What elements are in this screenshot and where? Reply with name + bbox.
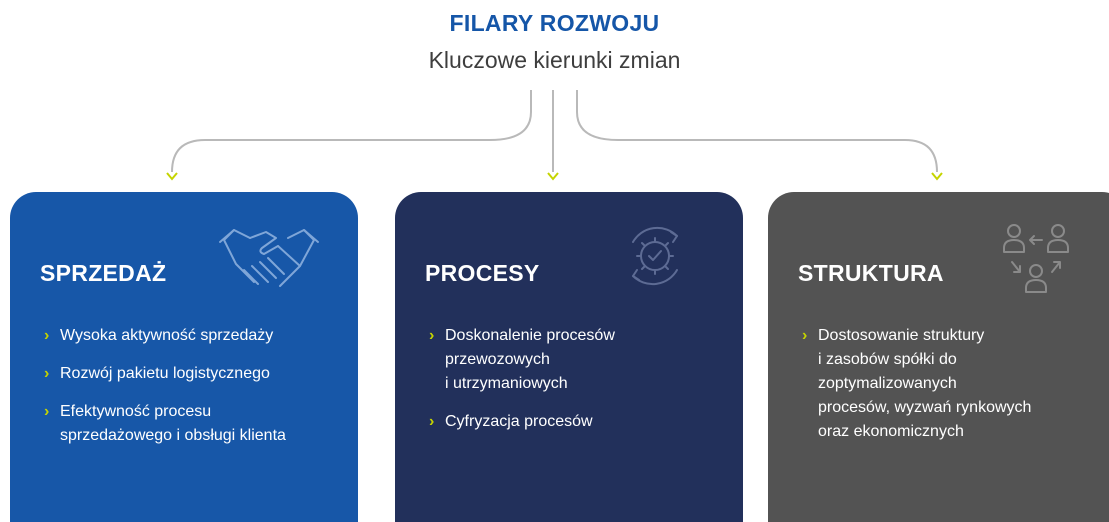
bullet-line: sprzedażowego i obsługi klienta xyxy=(60,427,286,444)
bullet-line: Cyfryzacja procesów xyxy=(445,413,593,430)
bullet-line: oraz ekonomicznych xyxy=(818,423,964,440)
bullet-item: › Cyfryzacja procesów xyxy=(429,410,729,434)
card-processes: PROCESY › Doskonalenie procesów przewozo… xyxy=(395,192,743,522)
gear-cycle-icon xyxy=(632,226,678,286)
card-sales: SPRZEDAŻ › Wysoka aktywność sprzedaży › … xyxy=(10,192,358,522)
arrowhead-right-icon xyxy=(931,172,943,181)
bullet-line: Efektywność procesu xyxy=(60,403,212,420)
card-structure: STRUKTURA › Dostosowanie struktury i zas… xyxy=(768,192,1109,522)
bullet-line: Doskonalenie procesów xyxy=(445,327,615,344)
bullet-line: Wysoka aktywność sprzedaży xyxy=(60,327,274,344)
bullet-item: › Dostosowanie struktury i zasobów spółk… xyxy=(802,324,1102,444)
bullet-line: i utrzymaniowych xyxy=(445,375,568,392)
card-processes-title: PROCESY xyxy=(425,260,540,286)
bullet-line: zoptymalizowanych xyxy=(818,375,957,392)
chevron-right-icon: › xyxy=(429,327,435,344)
bullet-line: procesów, wyzwań rynkowych xyxy=(818,399,1032,416)
bullet-line: Dostosowanie struktury xyxy=(818,327,985,344)
card-sales-title: SPRZEDAŻ xyxy=(40,260,167,286)
people-exchange-icon xyxy=(1003,224,1069,293)
bullet-item: › Efektywność procesu sprzedażowego i ob… xyxy=(44,400,344,448)
chevron-right-icon: › xyxy=(44,403,50,420)
arrowhead-middle-icon xyxy=(547,172,559,181)
card-structure-title: STRUKTURA xyxy=(798,260,944,286)
card-sales-bullets: › Wysoka aktywność sprzedaży › Rozwój pa… xyxy=(44,324,344,462)
card-structure-bullets: › Dostosowanie struktury i zasobów spółk… xyxy=(802,324,1102,458)
card-processes-bullets: › Doskonalenie procesów przewozowych i u… xyxy=(429,324,729,448)
bullet-item: › Doskonalenie procesów przewozowych i u… xyxy=(429,324,729,396)
diagram-title: FILARY ROZWOJU xyxy=(449,10,660,36)
bullet-item: › Wysoka aktywność sprzedaży xyxy=(44,324,344,348)
bullet-line: przewozowych xyxy=(445,351,550,368)
connector-left xyxy=(171,90,532,173)
bullet-line: i zasobów spółki do xyxy=(818,351,957,368)
bullet-item: › Rozwój pakietu logistycznego xyxy=(44,362,344,386)
connector-arrows xyxy=(166,90,943,181)
chevron-right-icon: › xyxy=(429,413,435,430)
chevron-right-icon: › xyxy=(802,327,808,344)
chevron-right-icon: › xyxy=(44,365,50,382)
bullet-line: Rozwój pakietu logistycznego xyxy=(60,365,270,382)
chevron-right-icon: › xyxy=(44,327,50,344)
arrowhead-left-icon xyxy=(166,172,178,181)
connector-right xyxy=(576,90,938,173)
diagram-subtitle: Kluczowe kierunki zmian xyxy=(428,47,681,73)
handshake-icon xyxy=(219,229,319,287)
